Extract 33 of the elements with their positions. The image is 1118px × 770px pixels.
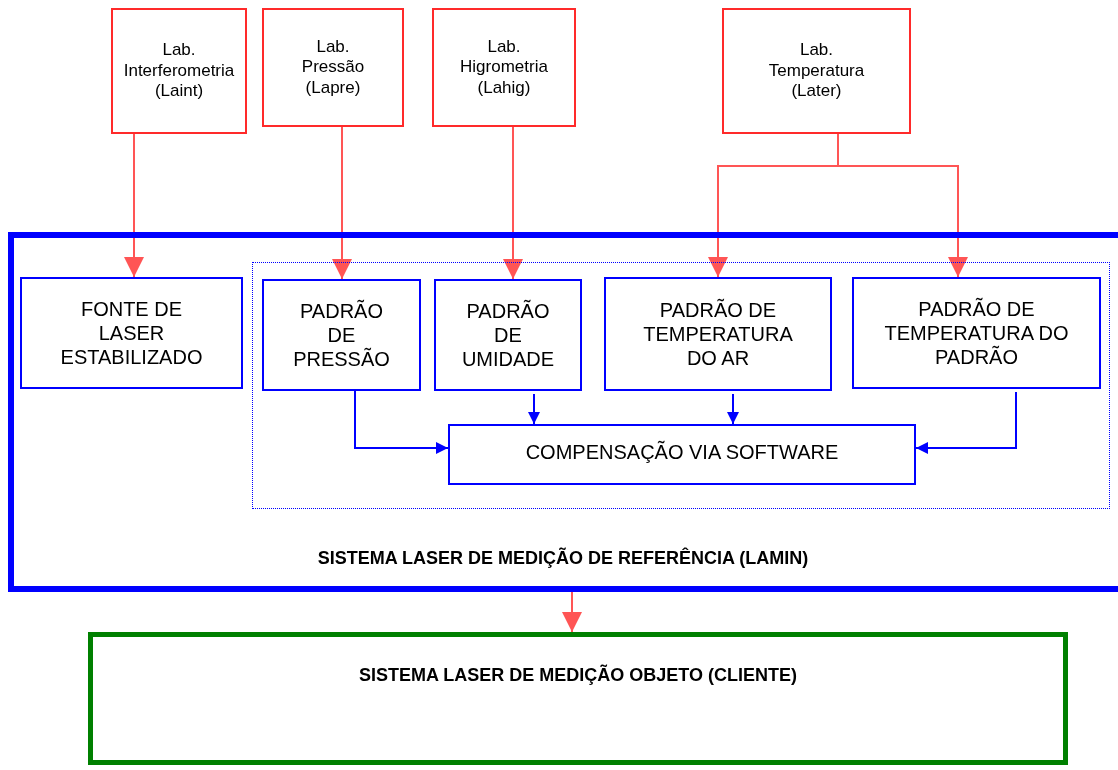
process-box	[448, 424, 916, 485]
box-label: Lab. Higrometria (Lahig)	[459, 36, 549, 99]
arrow	[528, 393, 540, 425]
lab-box	[722, 8, 911, 134]
box-label: PADRÃO DE PRESSÃO	[292, 299, 391, 371]
process-box	[852, 277, 1101, 389]
box-label: Lab. Interferometria (Laint)	[122, 40, 236, 102]
system-box	[8, 232, 1118, 592]
box-label: FONTE DE LASER ESTABILIZADO	[59, 297, 204, 369]
process-box	[20, 277, 243, 389]
box-label: Lab. Pressão (Lapre)	[300, 36, 366, 99]
arrow	[354, 390, 449, 454]
process-box	[262, 279, 421, 391]
box-label: Lab. Temperatura (Later)	[767, 40, 866, 102]
arrow	[332, 126, 352, 280]
box-label: SISTEMA LASER DE MEDIÇÃO DE REFERÊNCIA (LAMIN)	[317, 548, 809, 570]
process-box	[434, 279, 582, 391]
lab-box	[111, 8, 247, 134]
arrow	[503, 126, 523, 280]
box-label: PADRÃO DE TEMPERATURA DO AR	[642, 298, 794, 370]
box-label: PADRÃO DE UMIDADE	[460, 299, 556, 371]
arrow	[562, 591, 582, 633]
process-box	[604, 277, 832, 391]
arrow	[727, 393, 739, 425]
arrow	[124, 133, 144, 278]
arrow	[915, 391, 1017, 454]
box-label: PADRÃO DE TEMPERATURA DO PADRÃO	[883, 297, 1070, 369]
lab-box	[432, 8, 576, 127]
lab-box	[262, 8, 404, 127]
system-box	[88, 632, 1068, 765]
group-frame	[252, 262, 1110, 509]
box-label: COMPENSAÇÃO VIA SOFTWARE	[525, 439, 839, 464]
box-label: SISTEMA LASER DE MEDIÇÃO OBJETO (CLIENTE)	[359, 665, 797, 687]
